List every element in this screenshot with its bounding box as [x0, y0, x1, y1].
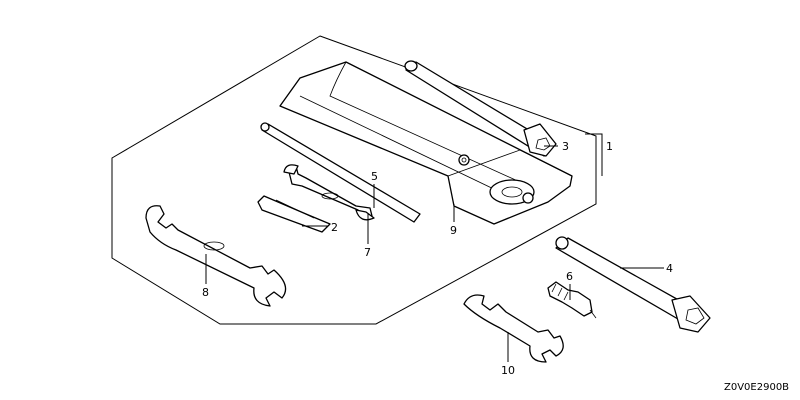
callout-7: 7 — [364, 246, 371, 259]
leader-1 — [585, 133, 603, 176]
callout-4: 4 — [666, 262, 673, 275]
wrench-large — [145, 205, 287, 307]
callout-5: 5 — [371, 170, 378, 183]
callout-8: 8 — [202, 286, 209, 299]
callout-3: 3 — [562, 140, 569, 153]
spark-plug — [547, 281, 597, 319]
callout-9: 9 — [450, 224, 457, 237]
callout-1: 1 — [606, 140, 613, 153]
tool-kit-boundary — [111, 35, 597, 325]
callout-10: 10 — [501, 364, 515, 377]
callout-6: 6 — [566, 270, 573, 283]
callout-2: 2 — [331, 221, 338, 234]
tommy-bar — [260, 122, 421, 223]
drawing-code: Z0V0E2900B — [724, 382, 789, 393]
tool-bag — [279, 61, 573, 225]
wrench-small — [283, 164, 375, 221]
box-spanner-large — [555, 236, 711, 333]
leader-lines — [205, 133, 664, 362]
box-spanner-small — [404, 60, 557, 157]
screwdriver-grip — [257, 195, 331, 233]
wrench-double — [463, 294, 564, 363]
